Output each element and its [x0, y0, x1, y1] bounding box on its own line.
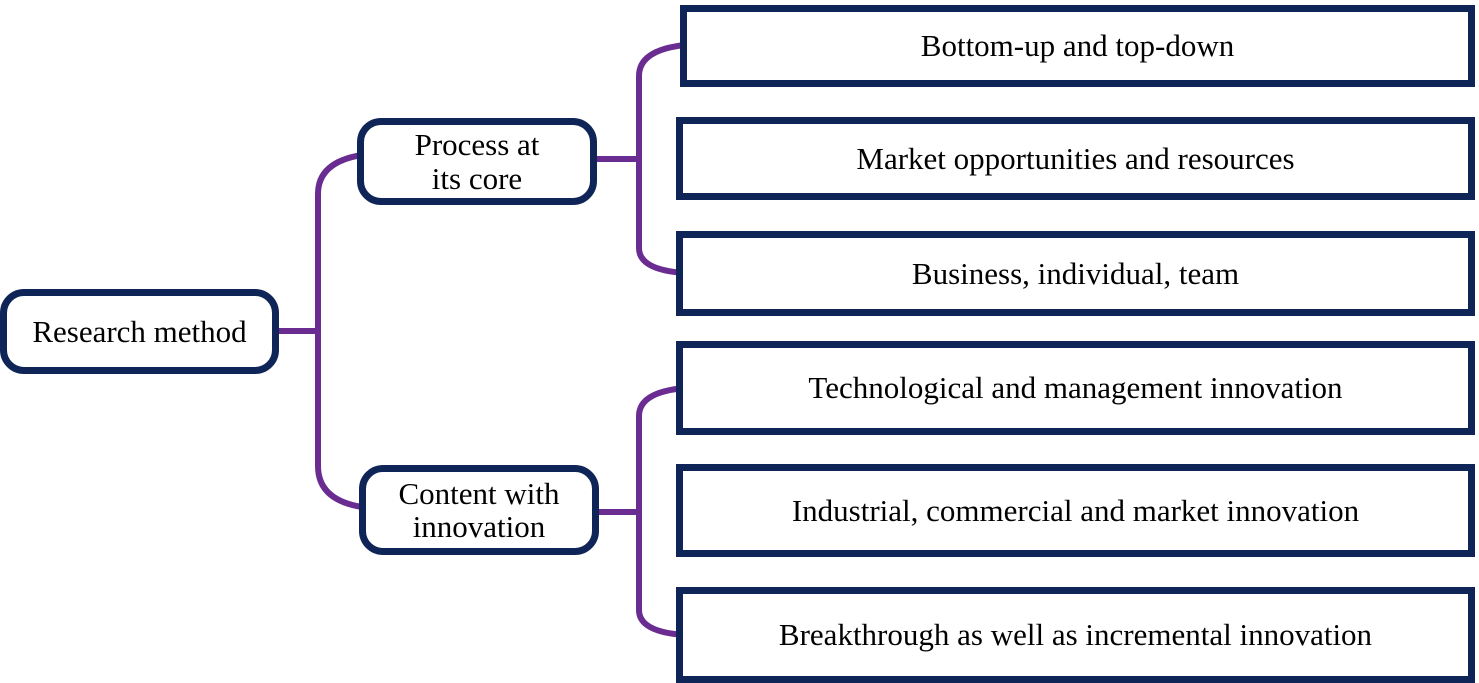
- branch-content-line-1: Content with: [398, 475, 560, 511]
- leaf-label: Industrial, commercial and market innova…: [791, 492, 1360, 528]
- connector-content-to-leaf-4: [636, 385, 688, 515]
- leaf-label: Market opportunities and resources: [856, 140, 1295, 176]
- leaf-label: Bottom-up and top-down: [920, 28, 1235, 64]
- root-node-research-method: Research method: [0, 289, 279, 374]
- branch-process-line-2: its core: [431, 160, 523, 196]
- branch-node-process-label: Process at its core: [415, 128, 540, 195]
- connector-process-to-leaf-1: [636, 42, 688, 162]
- leaf-node: Bottom-up and top-down: [680, 5, 1475, 87]
- connector-root-to-content: [315, 328, 365, 510]
- root-node-label: Research method: [32, 313, 247, 349]
- branch-node-content-label: Content with innovation: [398, 475, 560, 544]
- leaf-node: Market opportunities and resources: [676, 117, 1475, 200]
- leaf-node: Technological and management innovation: [676, 341, 1475, 435]
- connector-root-to-process: [315, 152, 365, 334]
- leaf-label: Technological and management innovation: [808, 370, 1343, 406]
- branch-content-line-2: innovation: [412, 509, 546, 544]
- leaf-node: Breakthrough as well as incremental inno…: [676, 587, 1475, 683]
- branch-node-content: Content with innovation: [359, 465, 599, 555]
- leaf-node: Business, individual, team: [676, 231, 1475, 316]
- leaf-label: Breakthrough as well as incremental inno…: [778, 617, 1373, 653]
- leaf-node: Industrial, commercial and market innova…: [676, 464, 1475, 557]
- branch-node-process: Process at its core: [357, 118, 597, 205]
- leaf-label: Business, individual, team: [911, 255, 1240, 291]
- branch-process-line-1: Process at: [414, 127, 540, 163]
